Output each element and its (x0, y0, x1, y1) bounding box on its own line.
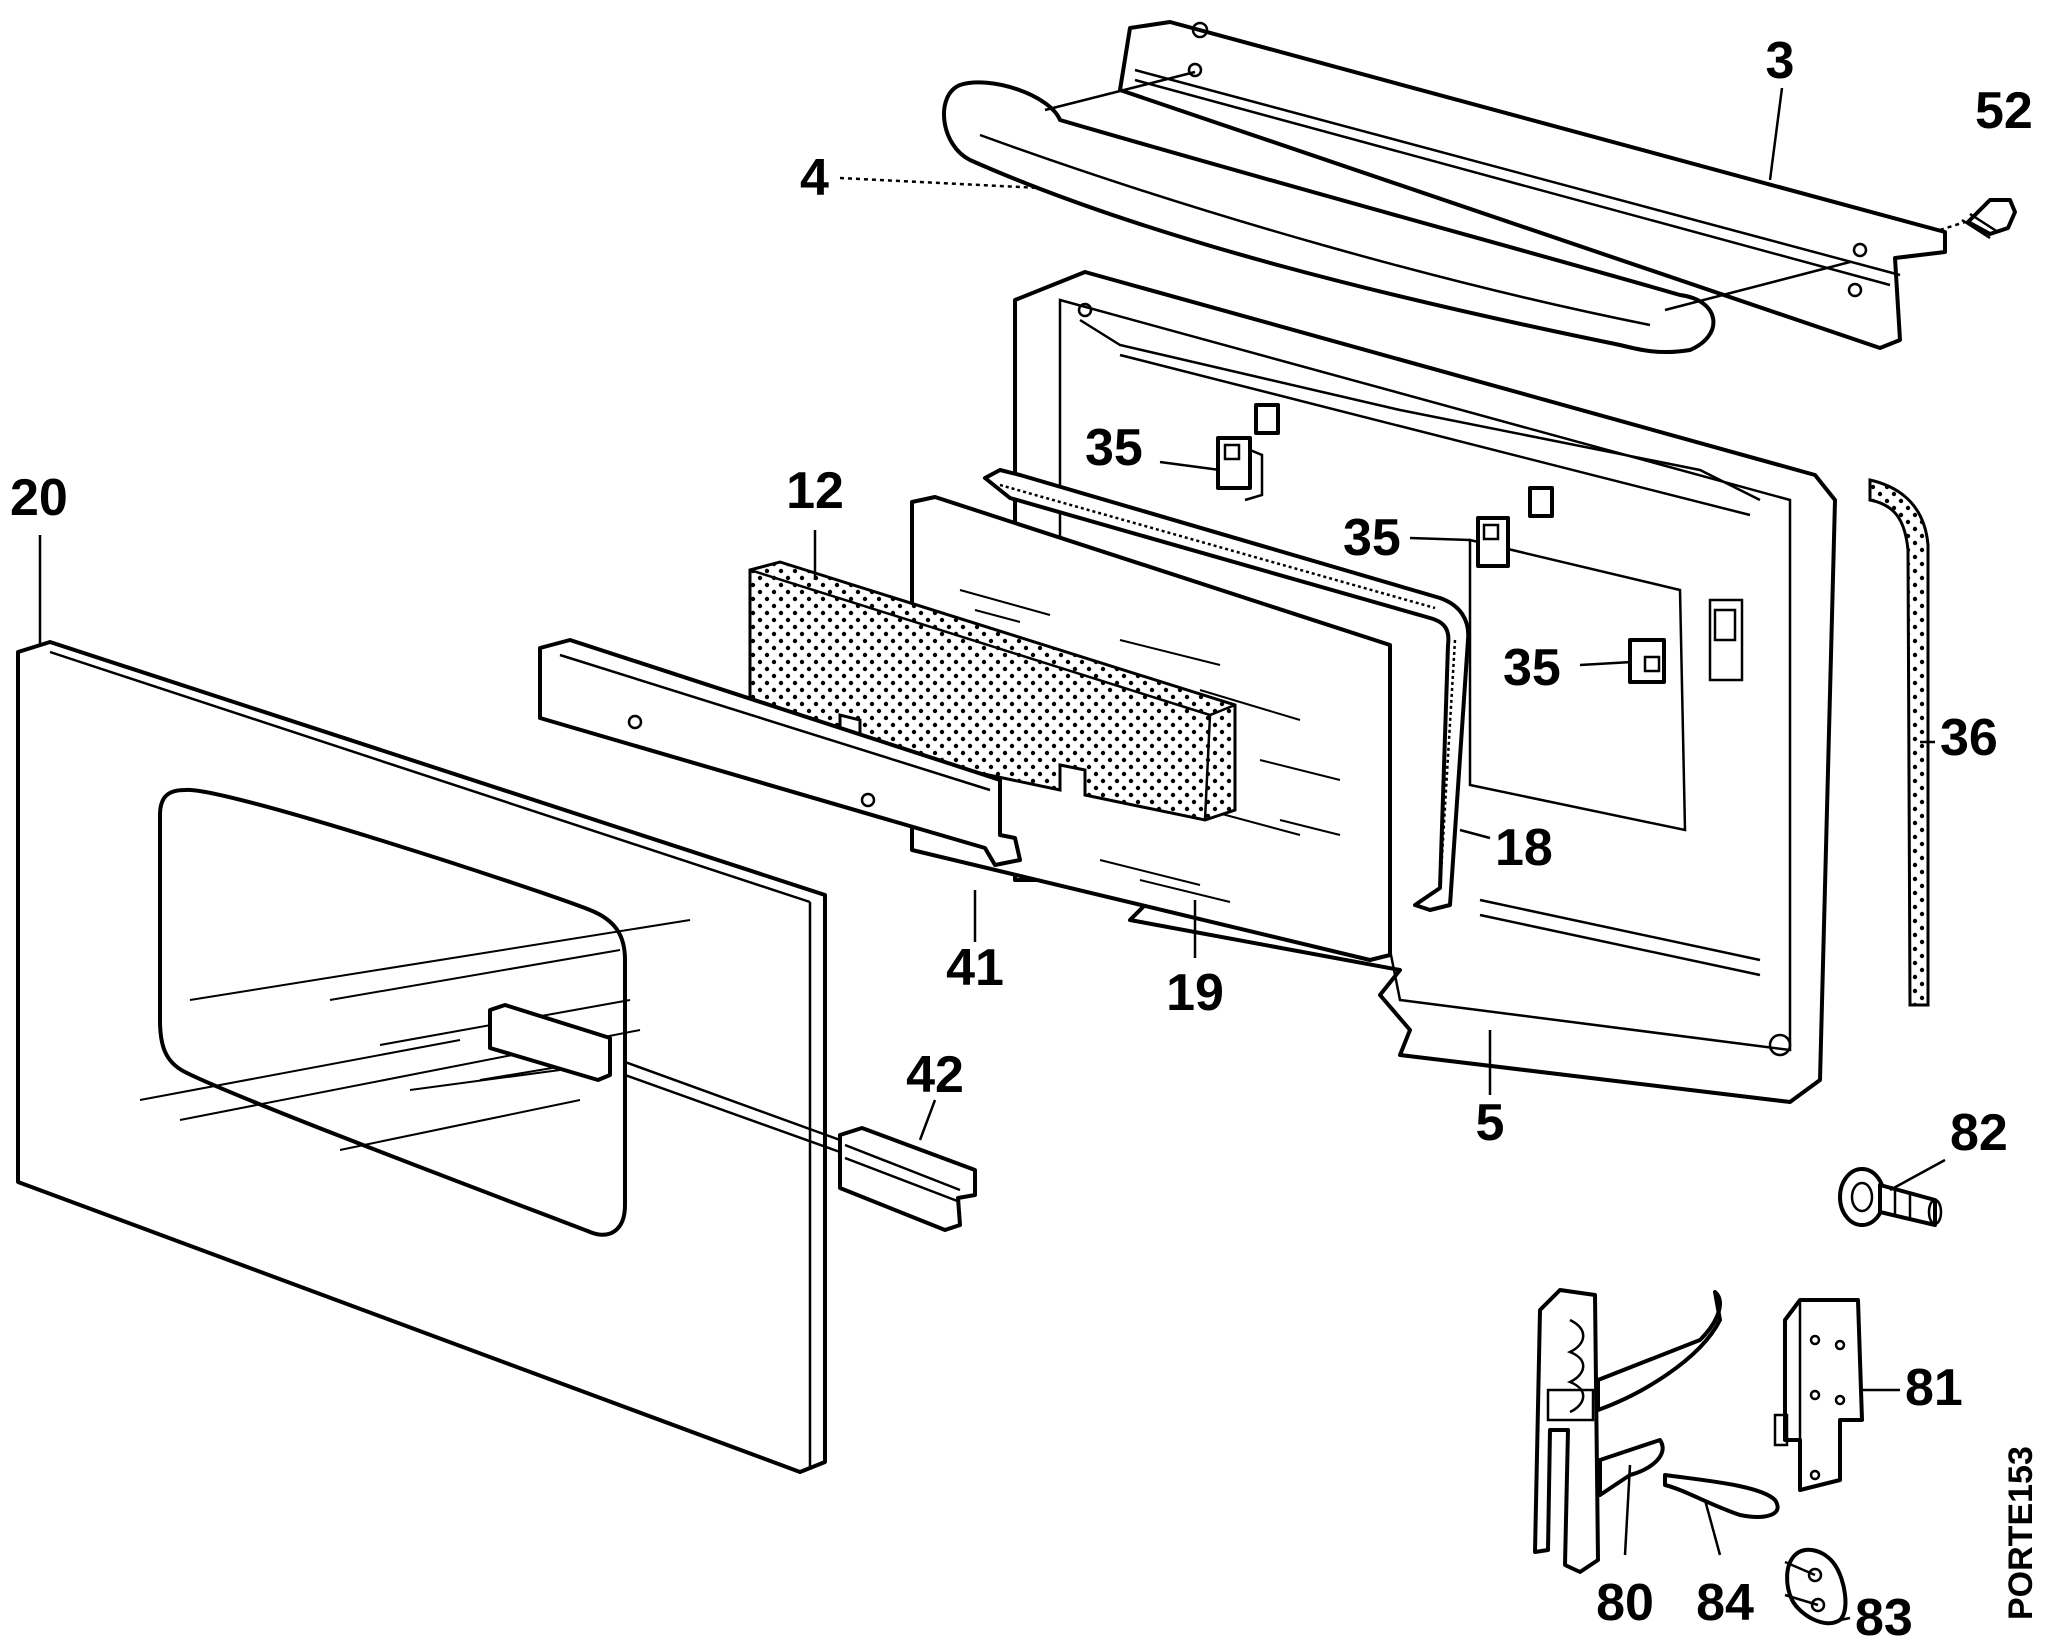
door-handle-part-4 (942, 70, 1851, 355)
callout-35-b: 35 (1343, 509, 1401, 567)
leader-lines (38, 87, 1946, 1622)
callout-36: 36 (1940, 709, 1998, 767)
connector-plate-part-83 (1784, 1547, 1848, 1626)
inner-strip-part-41 (538, 638, 1022, 867)
lower-rail-part-42 (838, 1126, 977, 1232)
clip-part-35-a (1216, 403, 1280, 502)
callout-4: 4 (800, 149, 829, 207)
door-seal-part-36 (1868, 478, 1930, 1007)
callout-18: 18 (1495, 819, 1553, 877)
callout-41: 41 (946, 939, 1004, 997)
clip-part-35-b (1476, 486, 1554, 568)
callout-20: 20 (10, 469, 68, 527)
stop-bolt-part-82 (1838, 1167, 1943, 1227)
top-trim-profile-part-3 (1118, 20, 1947, 350)
callout-labels: 3 4 52 20 12 35 35 35 36 18 41 19 5 42 8… (10, 32, 2033, 1647)
screw-part-52 (1939, 198, 2017, 240)
callout-52: 52 (1975, 82, 2033, 140)
callout-81: 81 (1905, 1359, 1963, 1417)
callout-12: 12 (786, 462, 844, 520)
callout-42: 42 (906, 1046, 964, 1104)
callout-82: 82 (1950, 1104, 2008, 1162)
outer-door-panel-part-20 (16, 640, 841, 1474)
callout-35-c: 35 (1503, 639, 1561, 697)
callout-84: 84 (1696, 1574, 1754, 1632)
clip-part-35-c (1628, 638, 1666, 684)
hinge-spring-part-84 (1663, 1473, 1780, 1519)
callout-35-a: 35 (1085, 419, 1143, 477)
callout-80: 80 (1596, 1574, 1654, 1632)
diagram-code: PORTE153 (2002, 1446, 2040, 1620)
callout-19: 19 (1166, 964, 1224, 1022)
glass-gasket-part-18 (983, 468, 1471, 912)
callout-5: 5 (1476, 1094, 1505, 1152)
callout-3: 3 (1766, 32, 1795, 90)
callout-83: 83 (1855, 1589, 1913, 1647)
hinge-bracket-part-81 (1773, 1298, 1864, 1492)
